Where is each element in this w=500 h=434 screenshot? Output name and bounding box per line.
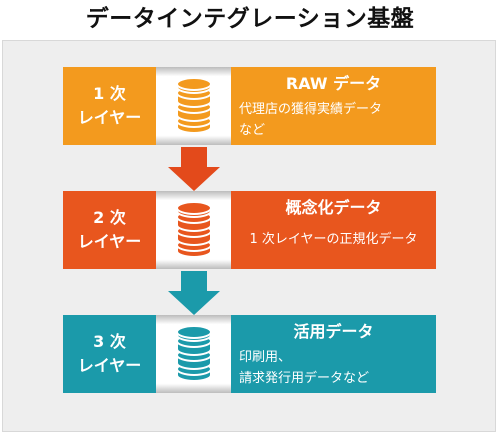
layer-3-number: 3 次 xyxy=(93,332,126,351)
layer-2-connector xyxy=(156,191,231,269)
layer-1-word: レイヤー xyxy=(77,108,142,127)
layer-1-desc-body: 代理店の獲得実績データ など xyxy=(239,99,428,141)
layer-3-desc-line: 請求発行用データなど xyxy=(239,371,370,386)
layer-3-desc-body: 印刷用、 請求発行用データなど xyxy=(239,347,428,389)
down-arrow-icon xyxy=(168,271,220,315)
layer-2-desc-title: 概念化データ xyxy=(285,198,382,217)
layer-1-description: RAW データ 代理店の獲得実績データ など xyxy=(231,67,436,145)
layer-3-word: レイヤー xyxy=(77,356,142,375)
layer-1-label: 1 次 レイヤー xyxy=(63,67,156,145)
layer-3-description: 活用データ 印刷用、 請求発行用データなど xyxy=(231,315,436,393)
down-arrow-icon xyxy=(168,147,220,191)
database-icon xyxy=(176,77,212,134)
layer-1-desc-title: RAW データ xyxy=(285,74,382,93)
layer-3-desc-title: 活用データ xyxy=(293,322,374,341)
layer-3-label: 3 次 レイヤー xyxy=(63,315,156,393)
layer-1-desc-line: 代理店の獲得実績データ xyxy=(239,102,383,117)
layer-2-desc-line: 1 次レイヤーの正規化データ xyxy=(249,232,418,247)
layer-2-desc-body: 1 次レイヤーの正規化データ xyxy=(239,229,428,250)
database-icon xyxy=(176,325,212,382)
layer-2-label: 2 次 レイヤー xyxy=(63,191,156,269)
layer-1-number: 1 次 xyxy=(93,84,126,103)
layer-2-number: 2 次 xyxy=(93,208,126,227)
layer-2-description: 概念化データ 1 次レイヤーの正規化データ xyxy=(231,191,436,269)
layer-2-word: レイヤー xyxy=(77,232,142,251)
layer-3-connector xyxy=(156,315,231,393)
diagram-title: データインテグレーション基盤 xyxy=(85,6,415,32)
layer-1-connector xyxy=(156,67,231,145)
database-icon xyxy=(176,201,212,258)
layer-3-desc-line: 印刷用、 xyxy=(239,350,292,365)
layer-1-desc-line: など xyxy=(239,123,266,138)
